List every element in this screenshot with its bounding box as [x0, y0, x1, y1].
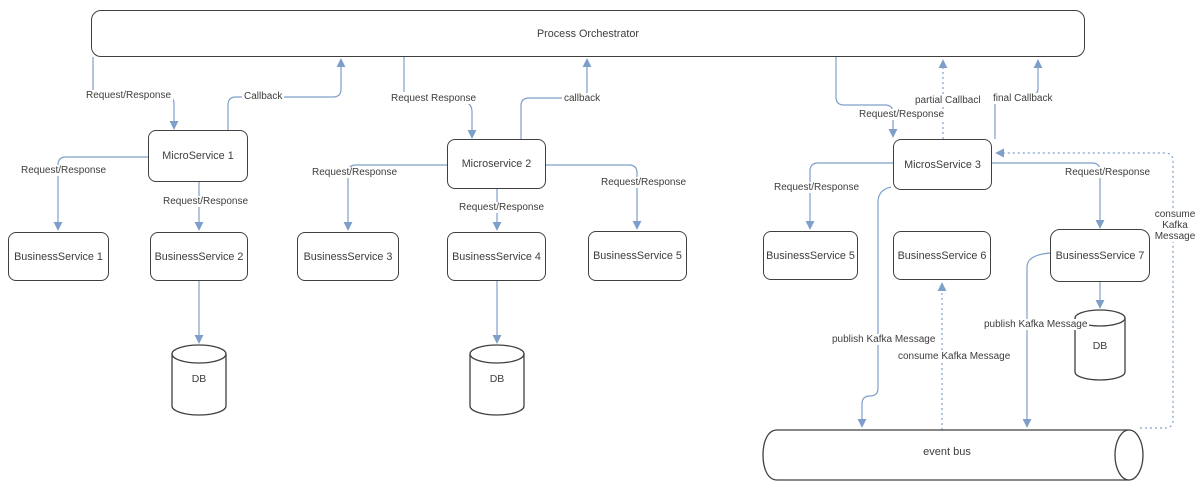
edge-label-ms3-consume: consume Kafka Message — [1150, 209, 1200, 242]
edge-label-ms2-to-bs5: Request/Response — [599, 177, 689, 188]
node-microservice-1: MicroService 1 — [148, 130, 248, 182]
edge-ms1-to-orch-callback — [227, 58, 346, 130]
edge-label-ms1-callback: Callback — [242, 91, 285, 102]
node-process-orchestrator: Process Orchestrator — [91, 10, 1085, 57]
edge-orch-to-ms3 — [835, 57, 898, 138]
node-label: BusinessService 3 — [303, 250, 393, 263]
node-business-service-3: BusinessService 3 — [297, 232, 399, 281]
edge-label-partial-callback: partial Callbacl — [913, 95, 983, 106]
node-label: BusinessService 4 — [452, 250, 541, 263]
edge-label-ms2-to-bs3: Request/Response — [310, 167, 400, 178]
edge-label-orch-to-ms1: Request/Response — [84, 90, 174, 101]
node-label: Process Orchestrator — [536, 27, 639, 40]
node-business-service-7: BusinessService 7 — [1050, 229, 1150, 282]
edge-label-orch-to-ms2: Request Response — [389, 93, 479, 104]
node-business-service-1: BusinessService 1 — [8, 232, 109, 281]
db2-label: DB — [489, 373, 505, 385]
edge-label-final-callback: final Callback — [991, 93, 1055, 104]
edge-label-ms1-to-bs2: Request/Response — [161, 196, 251, 207]
edge-label-ms1-to-bs1: Request/Response — [19, 165, 109, 176]
event-bus-label: event bus — [923, 446, 971, 458]
node-label: BusinessService 5 — [593, 250, 682, 262]
edge-label-bs7-publish: publish Kafka Message — [982, 319, 1090, 330]
node-label: BusinessService 1 — [14, 250, 103, 263]
node-business-service-5-right: BusinessService 5 — [763, 231, 858, 280]
db2-cylinder-icon — [469, 344, 525, 416]
edge-label-bs6-consume: consume Kafka Message — [896, 351, 1013, 362]
edge-label-ms2-callback: callback — [562, 93, 603, 104]
edge-label-ms3-publish: publish Kafka Message — [830, 334, 938, 345]
db1-label: DB — [191, 373, 207, 385]
node-label: MicrosService 3 — [904, 158, 981, 171]
edge-bus-consume-to-ms3 — [995, 148, 1174, 429]
event-bus-cylinder — [762, 429, 1144, 481]
node-label: Microservice 2 — [461, 158, 532, 170]
db3-label: DB — [1092, 340, 1108, 352]
node-microservice-3: MicrosService 3 — [893, 139, 992, 190]
node-label: BusinessService 6 — [897, 249, 987, 262]
node-microservice-2: Microservice 2 — [447, 139, 546, 189]
node-business-service-6: BusinessService 6 — [893, 231, 991, 280]
node-business-service-5-mid: BusinessService 5 — [588, 231, 687, 281]
edge-label-ms3-to-bs7: Request/Response — [1063, 167, 1153, 178]
edge-label-ms2-to-bs4: Request/Response — [457, 202, 547, 213]
node-label: BusinessService 5 — [766, 249, 855, 262]
node-label: BusinessService 7 — [1055, 249, 1145, 262]
db1-cylinder-icon — [171, 344, 227, 416]
edge-ms2-to-bs5 — [546, 164, 642, 230]
edge-bs7-publish-to-bus — [1022, 252, 1051, 428]
node-label: MicroService 1 — [162, 150, 234, 162]
edge-ms1-to-bs1 — [53, 156, 148, 231]
node-label: BusinessService 2 — [154, 250, 244, 263]
node-business-service-2: BusinessService 2 — [150, 232, 248, 281]
node-business-service-4: BusinessService 4 — [447, 232, 546, 281]
edge-ms3-publish-to-bus — [857, 186, 892, 428]
edge-label-ms3-to-bs5: Request/Response — [772, 182, 862, 193]
edge-ms3-to-bs5 — [805, 162, 893, 230]
edge-label-orch-to-ms3: Request/Response — [857, 109, 947, 120]
